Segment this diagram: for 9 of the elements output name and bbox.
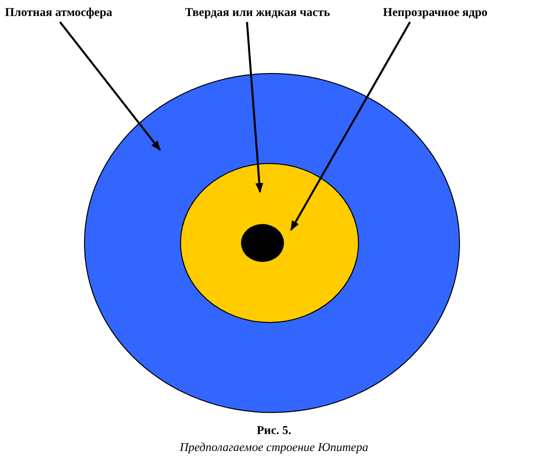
figure-caption: Предполагаемое строение Юпитера bbox=[178, 440, 370, 455]
leader-arrow bbox=[59, 21, 161, 151]
core-ellipse bbox=[241, 224, 284, 262]
leader-arrow bbox=[246, 22, 264, 193]
part-label: Плотная атмосфера bbox=[5, 5, 112, 20]
part-label: Твердая или жидкая часть bbox=[185, 5, 330, 20]
figure-number: Рис. 5. bbox=[256, 423, 292, 438]
leader-arrow bbox=[290, 22, 411, 231]
part-label: Непрозрачное ядро bbox=[383, 5, 488, 20]
